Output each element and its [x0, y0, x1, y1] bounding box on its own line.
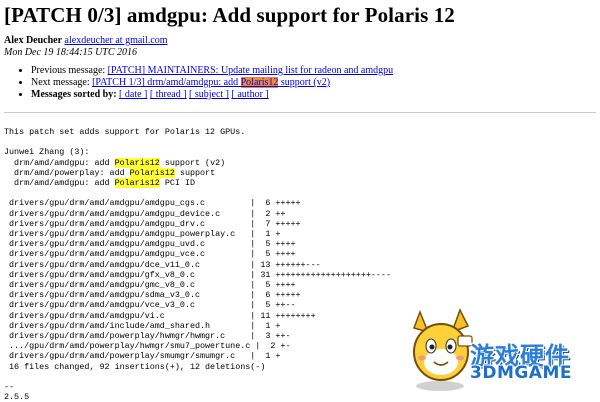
message-date: Mon Dec 19 18:44:15 UTC 2016	[4, 47, 138, 58]
diffstat-row: drivers/gpu/drm/amd/amdgpu/gfx_v8_0.c | …	[4, 269, 391, 280]
nav-next: Next message: [PATCH 1/3] drm/amd/amdgpu…	[31, 77, 596, 89]
highlight-term: Polaris12	[129, 167, 175, 178]
highlight-term: Polaris12	[114, 178, 160, 189]
diffstat-row: drivers/gpu/drm/amd/amdgpu/vce_v3_0.c | …	[4, 300, 296, 311]
nav-previous: Previous message: [PATCH] MAINTAINERS: U…	[31, 65, 596, 77]
diffstat-row: drivers/gpu/drm/amd/amdgpu/gmc_v8_0.c | …	[4, 280, 296, 291]
previous-message-link[interactable]: [PATCH] MAINTAINERS: Update mailing list…	[107, 65, 394, 76]
mascot-icon	[413, 308, 473, 391]
3dmgame-watermark: 游戏硬件 3DMGAME	[406, 302, 596, 394]
signature-separator: --	[4, 382, 15, 393]
nav-next-label: Next message:	[31, 77, 90, 88]
diffstat-row: drivers/gpu/drm/amd/amdgpu/amdgpu_uvd.c …	[4, 239, 296, 250]
watermark-brand-text: 3DMGAME	[470, 363, 572, 383]
author-email-link[interactable]: alexdeucher at gmail.com	[64, 35, 168, 46]
diffstat-row: .../gpu/drm/amd/powerplay/hwmgr/smu7_pow…	[4, 341, 291, 352]
author-name: Alex Deucher	[4, 35, 63, 46]
diffstat-row: drivers/gpu/drm/amd/amdgpu/dce_v11_0.c |…	[4, 259, 321, 270]
diffstat-row: drivers/gpu/drm/amd/amdgpu/amdgpu_vce.c …	[4, 249, 296, 260]
message-header: Alex Deucher alexdeucher at gmail.com Mo…	[4, 35, 596, 59]
sort-by-thread-link[interactable]: [ thread ]	[149, 89, 187, 100]
diffstat-summary: 16 files changed, 92 insertions(+), 12 d…	[4, 361, 266, 372]
sort-by-subject-link[interactable]: [ subject ]	[189, 89, 230, 100]
message-navigation: Previous message: [PATCH] MAINTAINERS: U…	[4, 65, 596, 101]
message-page: [PATCH 0/3] amdgpu: Add support for Pola…	[4, 2, 596, 402]
next-message-link[interactable]: [PATCH 1/3] drm/amd/amdgpu: add Polaris1…	[92, 77, 330, 88]
commit-author-line: Junwei Zhang (3):	[4, 147, 90, 158]
next-link-prefix: [PATCH 1/3] drm/amd/amdgpu: add	[92, 77, 241, 88]
highlight-term: Polaris12	[114, 157, 160, 168]
nav-previous-label: Previous message:	[31, 65, 106, 76]
sorted-by-label: Messages sorted by:	[31, 89, 117, 100]
header-divider	[4, 112, 596, 113]
diffstat-row: drivers/gpu/drm/amd/amdgpu/amdgpu_device…	[4, 208, 286, 219]
commit-line: drm/amd/amdgpu: add Polaris12 PCI ID	[4, 178, 195, 189]
diffstat-row: drivers/gpu/drm/amd/amdgpu/vi.c | 11 +++…	[4, 310, 316, 321]
nav-sorted: Messages sorted by: [ date ] [ thread ] …	[31, 89, 596, 101]
diffstat-row: drivers/gpu/drm/amd/amdgpu/amdgpu_cgs.c …	[4, 198, 301, 209]
next-link-highlight: Polaris12	[240, 77, 279, 88]
commit-line: drm/amd/amdgpu: add Polaris12 support (v…	[4, 157, 226, 168]
sort-by-date-link[interactable]: [ date ]	[119, 89, 148, 100]
diffstat-row: drivers/gpu/drm/amd/powerplay/hwmgr/hwmg…	[4, 331, 291, 342]
diffstat-row: drivers/gpu/drm/amd/include/amd_shared.h…	[4, 320, 281, 331]
page-title: [PATCH 0/3] amdgpu: Add support for Pola…	[4, 3, 455, 27]
watermark-chinese-text: 游戏硬件	[470, 342, 570, 370]
git-version: 2.5.5	[4, 392, 30, 402]
commit-line: drm/amd/powerplay: add Polaris12 support	[4, 167, 216, 178]
diffstat-row: drivers/gpu/drm/amd/powerplay/smumgr/smu…	[4, 351, 281, 362]
message-body: This patch set adds support for Polaris …	[4, 127, 391, 402]
next-link-suffix: support (v2)	[278, 77, 331, 88]
diffstat-row: drivers/gpu/drm/amd/amdgpu/amdgpu_drv.c …	[4, 218, 301, 229]
intro-line: This patch set adds support for Polaris …	[4, 127, 246, 137]
sort-by-author-link[interactable]: [ author ]	[231, 89, 269, 100]
diffstat-row: drivers/gpu/drm/amd/amdgpu/amdgpu_powerp…	[4, 229, 281, 240]
diffstat-row: drivers/gpu/drm/amd/amdgpu/sdma_v3_0.c |…	[4, 290, 301, 301]
